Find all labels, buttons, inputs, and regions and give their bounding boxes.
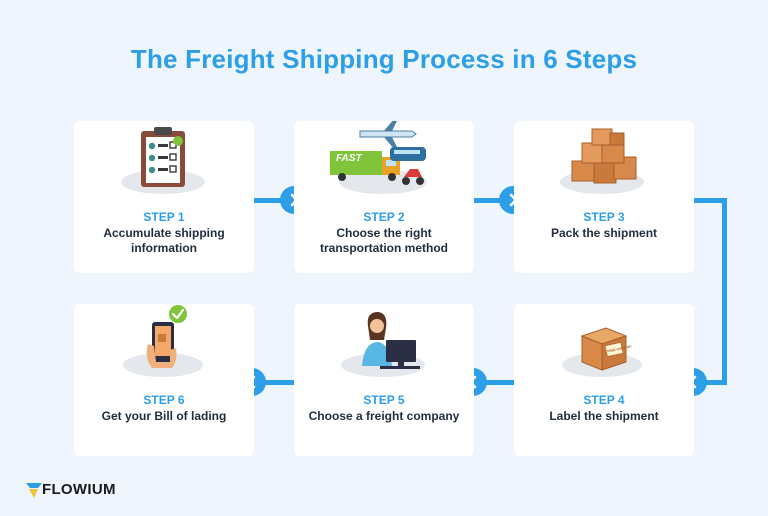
truck-fast-label: FAST bbox=[336, 153, 362, 164]
connector-1-2 bbox=[246, 198, 296, 203]
step-card-3: STEP 3 Pack the shipment bbox=[514, 121, 694, 273]
step-description: Choose a freight company bbox=[308, 409, 460, 423]
woman-at-computer-icon bbox=[341, 312, 425, 377]
step-label: STEP 3 bbox=[583, 210, 625, 224]
clipboard-checklist-icon bbox=[121, 127, 205, 194]
step-card-6: STEP 6 Get your Bill of lading bbox=[74, 304, 254, 456]
step-description: Label the shipment bbox=[549, 409, 659, 423]
flowium-logo-icon bbox=[26, 483, 42, 498]
step-description: Get your Bill of lading bbox=[101, 409, 227, 423]
box-label-text: FREE SHIPPING bbox=[607, 344, 632, 353]
connector-3-4-top bbox=[686, 198, 726, 203]
transport-vehicles-icon: FAST bbox=[330, 121, 427, 194]
step-card-5: STEP 5 Choose a freight company bbox=[294, 304, 474, 456]
step-description: Accumulate shipping information bbox=[103, 226, 225, 255]
labeled-box-icon: FREE SHIPPING bbox=[562, 327, 642, 377]
brand-logo-text: FLOWIUM bbox=[42, 481, 116, 498]
step-label: STEP 4 bbox=[583, 393, 625, 407]
connector-2-3 bbox=[466, 198, 516, 203]
step-card-4: FREE SHIPPING STEP 4 Label the shipment bbox=[514, 304, 694, 456]
step-description: Choose the right transportation method bbox=[320, 226, 448, 255]
box-stack-icon bbox=[560, 128, 644, 194]
phone-in-hand-icon bbox=[123, 305, 203, 377]
connector-3-4-bottom bbox=[696, 380, 727, 385]
step-label: STEP 5 bbox=[363, 393, 405, 407]
step-label: STEP 2 bbox=[363, 210, 405, 224]
step-card-2: FAST STEP 2 Choose the right transportat… bbox=[294, 121, 474, 273]
step-label: STEP 1 bbox=[143, 210, 185, 224]
connector-4-5 bbox=[480, 380, 522, 385]
step-label: STEP 6 bbox=[143, 393, 185, 407]
connector-5-6 bbox=[260, 380, 302, 385]
step-card-1: STEP 1 Accumulate shipping information bbox=[74, 121, 254, 273]
step-description: Pack the shipment bbox=[550, 226, 658, 240]
page-title: The Freight Shipping Process in 6 Steps bbox=[130, 44, 638, 74]
connector-3-4-vertical bbox=[722, 198, 727, 384]
